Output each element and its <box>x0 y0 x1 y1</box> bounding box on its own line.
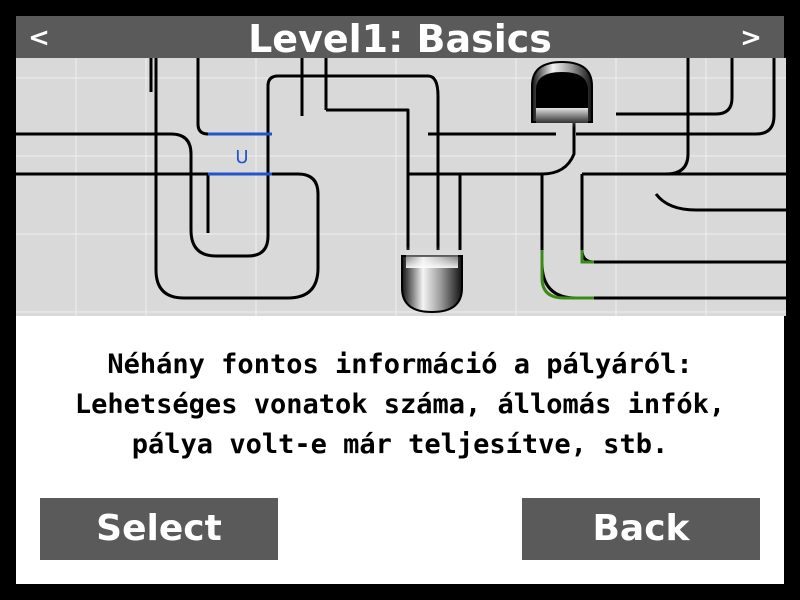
previous-level-arrow[interactable]: < <box>28 23 50 53</box>
info-line: Lehetséges vonatok száma, állomás infók, <box>74 389 726 420</box>
info-line: pálya volt-e már teljesítve, stb. <box>131 429 669 460</box>
info-line: Néhány fontos információ a pályáról: <box>107 349 693 380</box>
level-map-preview: U <box>16 58 786 316</box>
back-button[interactable]: Back <box>522 498 760 560</box>
tunnel-entrance-top <box>531 60 593 128</box>
station-highlight <box>208 132 272 176</box>
station-marker: U <box>235 147 248 168</box>
title-bar <box>16 16 784 58</box>
select-button[interactable]: Select <box>40 498 278 560</box>
tunnel-entrance-bottom <box>401 246 463 314</box>
next-level-arrow[interactable]: > <box>740 23 762 53</box>
info-text: Néhány fontos információ a pályáról: Leh… <box>0 345 800 465</box>
grid-lines <box>16 58 786 316</box>
green-track-section <box>540 250 594 300</box>
level-title: Level1: Basics <box>248 17 552 61</box>
